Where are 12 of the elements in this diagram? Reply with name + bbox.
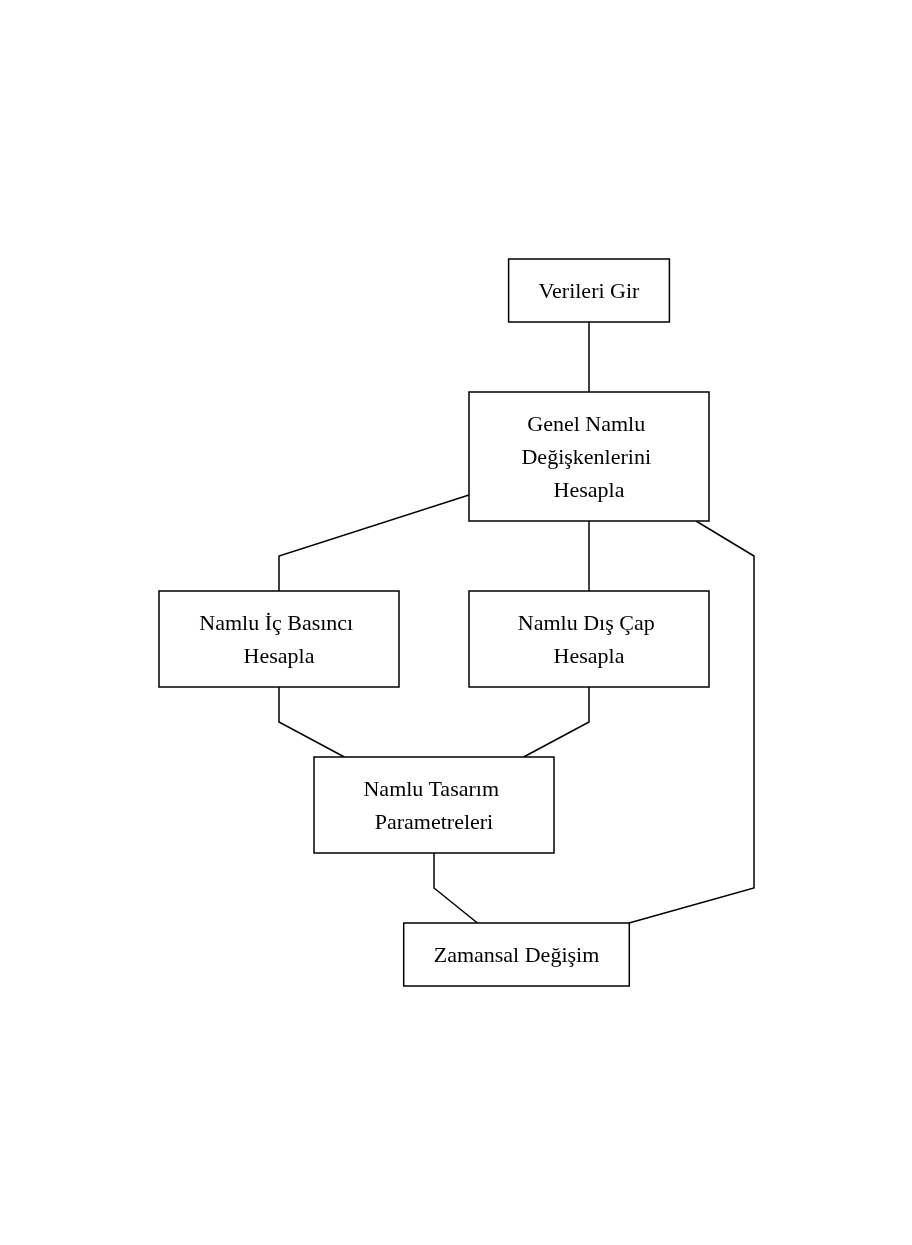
connector [522,686,590,758]
node-box: Zamansal Değişim [402,922,630,987]
node-box: Namlu İç Basıncı Hesapla [157,590,400,688]
node-box: Verileri Gir [507,258,670,323]
connector [432,852,478,924]
node-box: Namlu Tasarım Parametreleri [312,756,555,854]
connector [627,520,755,924]
node-box: Genel Namlu Değişkenlerini Hesapla [467,391,710,522]
connector [277,686,345,758]
connector [587,520,590,592]
node-box: Namlu Dış Çap Hesapla [467,590,710,688]
connector [587,321,590,393]
